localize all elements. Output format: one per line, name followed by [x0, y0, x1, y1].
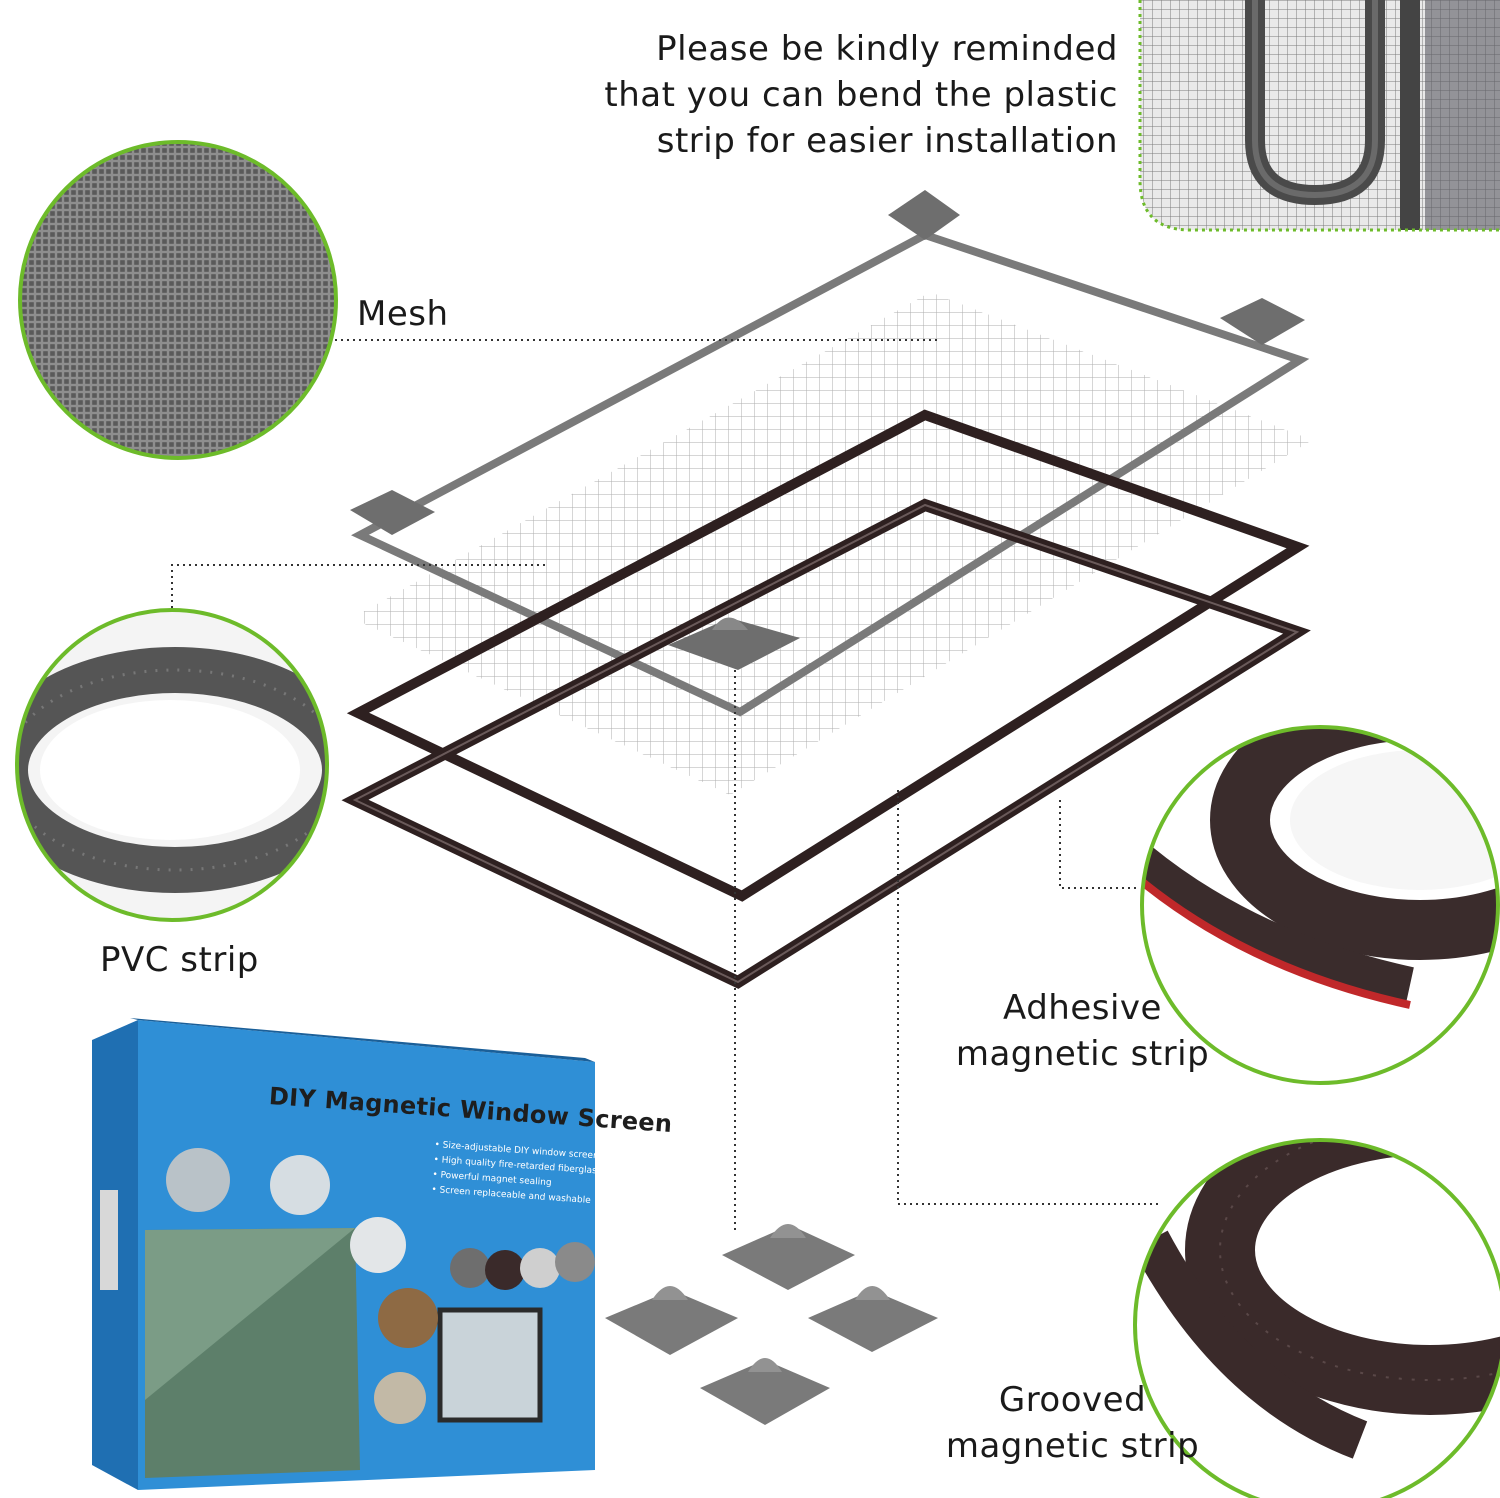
product-box [92, 1018, 595, 1490]
bendable-strip-closeup [1138, 0, 1500, 232]
leader-lines [171, 339, 1162, 1230]
mesh-label: Mesh [357, 294, 449, 334]
loose-corner-connectors [605, 1224, 938, 1425]
mesh-closeup-icon [18, 140, 338, 460]
reminder-text: Please be kindly reminded that you can b… [604, 29, 1118, 161]
grooved-strip-roll-icon [1133, 1138, 1500, 1498]
grooved-strip-label: Grooved magnetic strip [945, 1380, 1200, 1466]
corner-connector-icon [350, 190, 1305, 670]
screen-assembly [341, 190, 1312, 989]
pvc-strip-label: PVC strip [100, 940, 259, 980]
pvc-strip-roll-icon [15, 608, 329, 922]
adhesive-strip-label: Adhesive magnetic strip [955, 988, 1210, 1074]
